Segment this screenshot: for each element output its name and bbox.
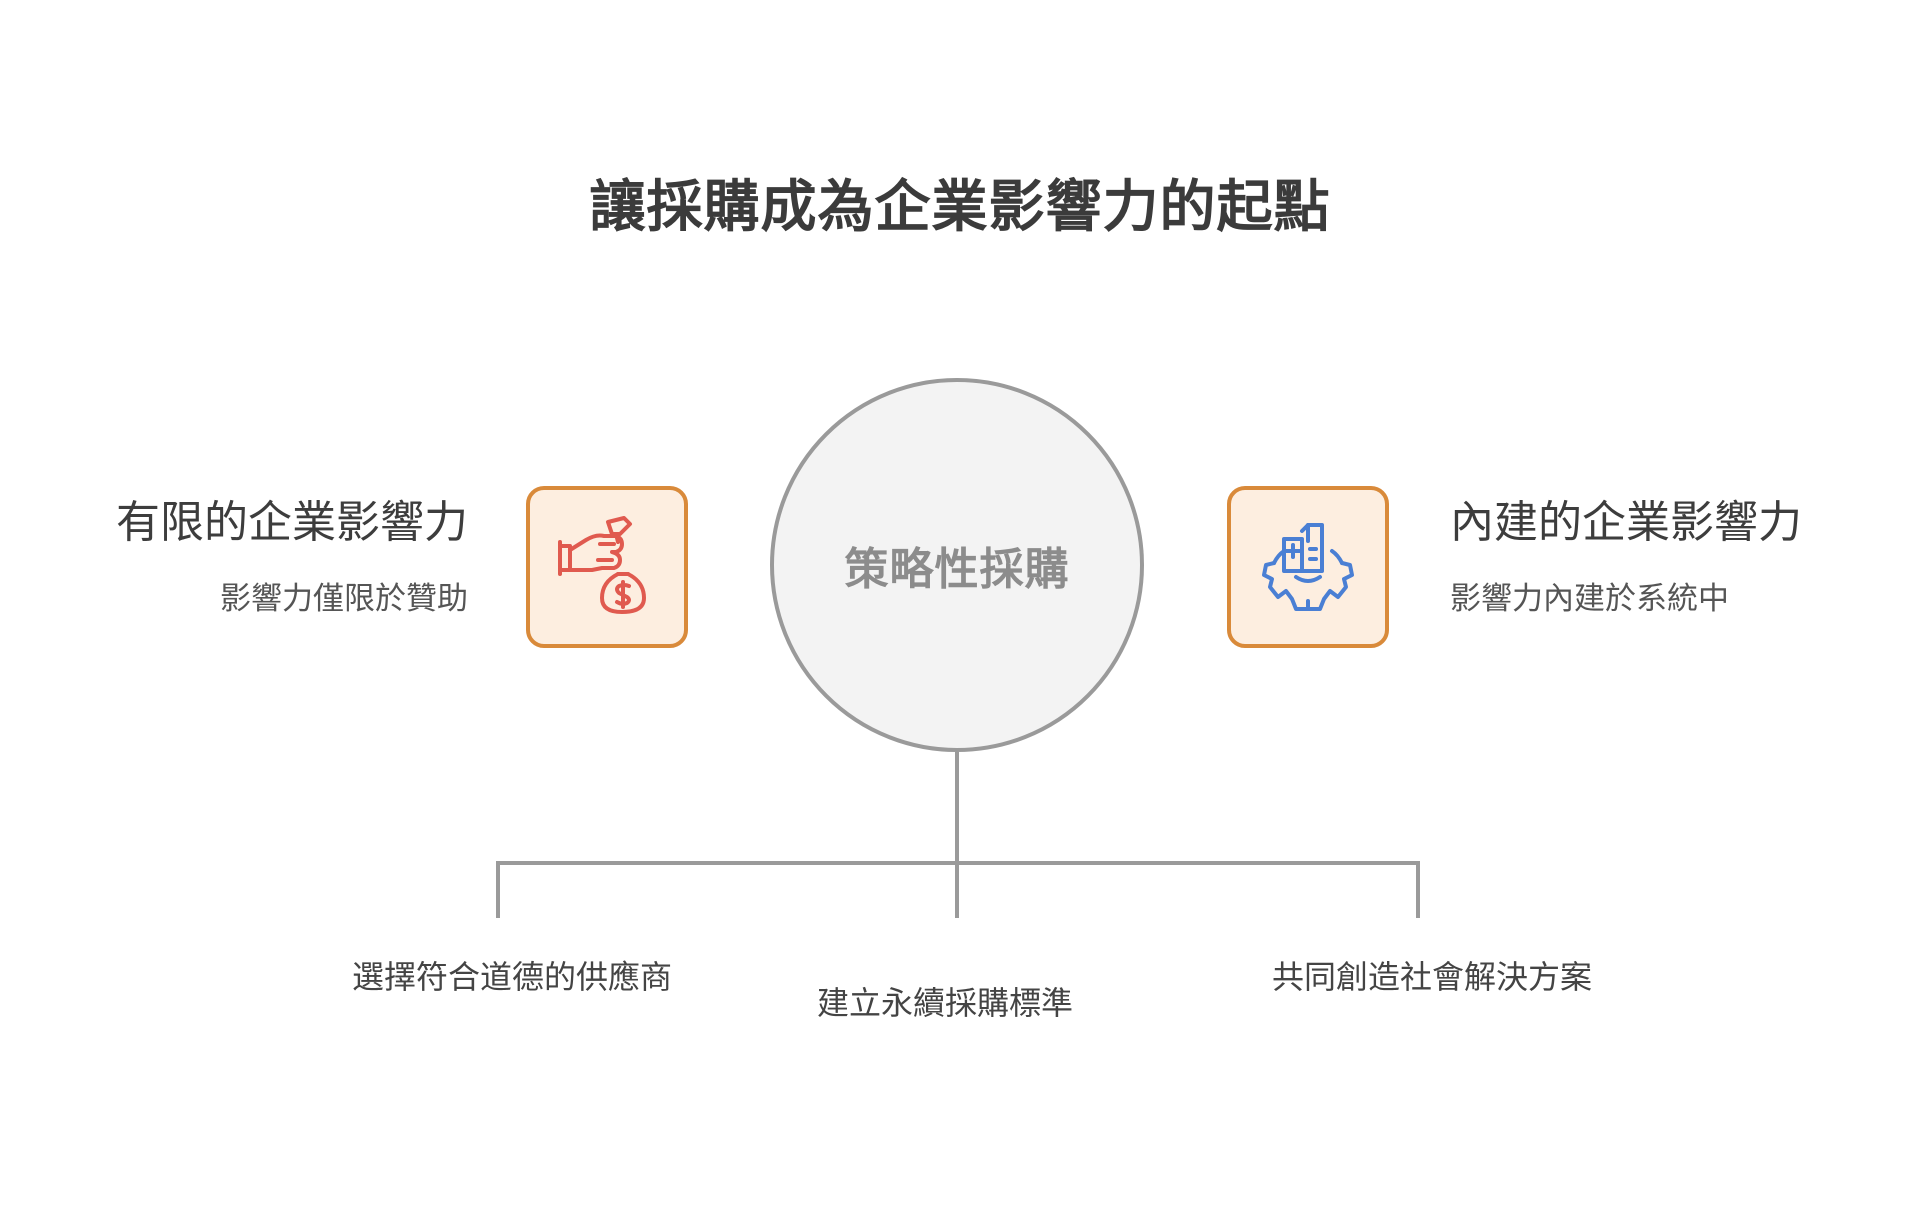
branch-label-sustainable-standards: 建立永續採購標準 (816, 984, 1074, 1022)
building-gear-icon (1262, 523, 1354, 611)
right-subtitle: 影響力內建於系統中 (1450, 581, 1729, 617)
strategic-procurement-hub: 策略性採購 (770, 378, 1144, 752)
right-icon-box (1227, 486, 1389, 648)
left-subtitle: 影響力僅限於贊助 (220, 581, 468, 617)
right-title: 內建的企業影響力 (1450, 497, 1802, 548)
page-title: 讓採購成為企業影響力的起點 (589, 175, 1331, 240)
hub-label: 策略性採購 (844, 544, 1070, 595)
money-bag-hand-icon (558, 516, 646, 614)
left-title: 有限的企業影響力 (116, 497, 468, 548)
left-icon-box (526, 486, 688, 648)
branch-label-co-create-solutions: 共同創造社會解決方案 (1271, 958, 1593, 996)
branch-label-ethical-suppliers: 選擇符合道德的供應商 (351, 958, 673, 996)
